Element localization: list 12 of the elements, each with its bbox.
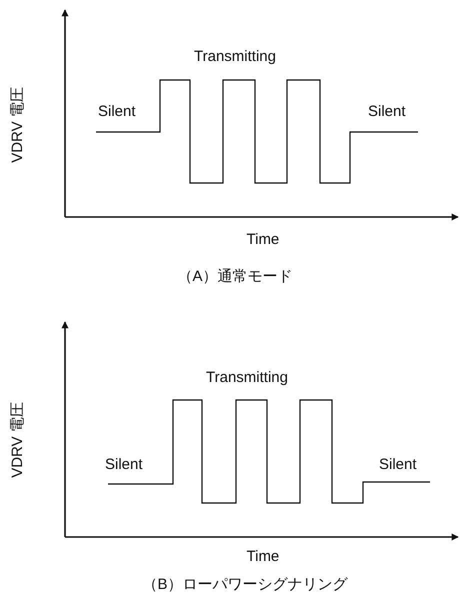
panel-caption: （A）通常モード [178, 268, 293, 286]
waveform-label: Silent [105, 456, 143, 474]
waveform-label: Silent [368, 103, 406, 121]
axis-label: VDRV 電圧 [8, 402, 27, 478]
waveform-label: Transmitting [194, 48, 276, 66]
panel-caption: （B）ローパワーシグナリング [142, 576, 348, 594]
waveform-label: Silent [98, 103, 136, 121]
axis-label: Time [246, 548, 280, 566]
axis-label: VDRV 電圧 [8, 87, 27, 163]
axis-label: Time [246, 231, 280, 249]
waveform-label: Silent [379, 456, 417, 474]
waveform-label: Transmitting [206, 369, 288, 387]
